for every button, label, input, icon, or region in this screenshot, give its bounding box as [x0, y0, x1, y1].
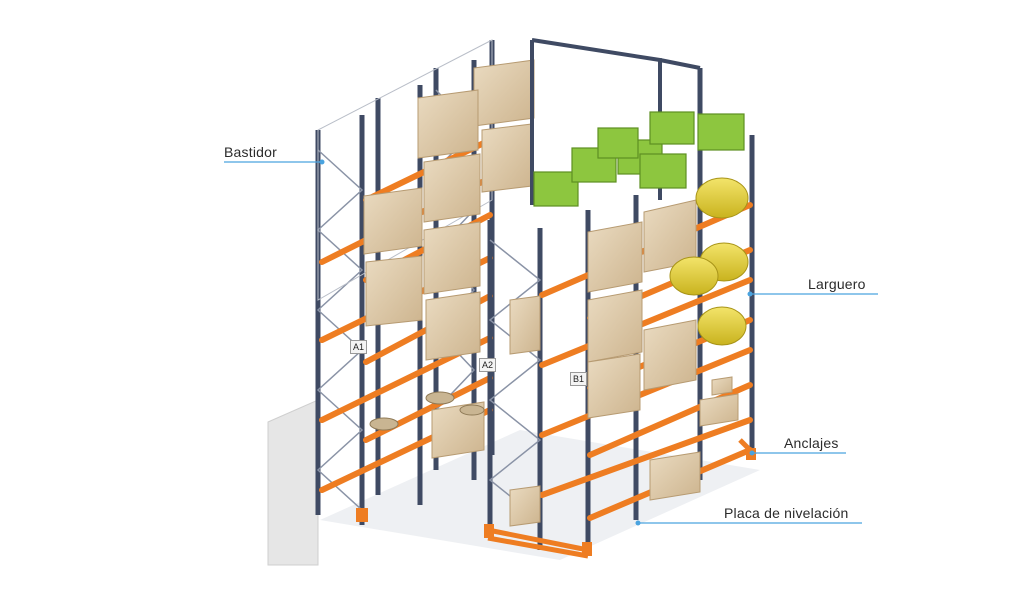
rack-label-b1: B1	[570, 372, 588, 386]
rack-label-a2: A2	[479, 358, 497, 372]
box	[423, 221, 481, 295]
left-rack-boxes	[363, 59, 535, 459]
box	[509, 485, 541, 527]
box	[481, 123, 533, 193]
beam	[539, 417, 753, 498]
box	[587, 289, 643, 363]
callout-dot	[635, 520, 641, 526]
container	[697, 113, 745, 151]
spool	[459, 404, 485, 416]
beam	[539, 347, 753, 438]
callout-dots	[319, 159, 755, 526]
wall	[267, 399, 319, 566]
anchor	[582, 542, 592, 556]
box	[423, 153, 481, 223]
left-rack-spools	[369, 391, 485, 431]
container	[533, 171, 579, 207]
anchor	[484, 524, 494, 538]
callout-placa-de-nivelacion: Placa de nivelación	[724, 505, 849, 521]
beam	[539, 277, 753, 368]
callout-lines	[224, 161, 878, 524]
box	[365, 255, 423, 327]
rack-label-a1: A1	[350, 340, 368, 354]
callout-bastidor: Bastidor	[224, 144, 277, 160]
callout-dot	[749, 450, 755, 456]
right-rack-boxes	[509, 199, 739, 527]
drum	[695, 177, 749, 219]
box	[587, 353, 641, 419]
spool	[425, 391, 455, 405]
callout-larguero: Larguero	[808, 276, 866, 292]
anchor	[356, 508, 368, 522]
box	[587, 221, 643, 293]
left-mesh	[317, 39, 493, 301]
box	[509, 295, 541, 355]
box	[363, 187, 423, 255]
yellow-drums	[669, 177, 749, 346]
box	[699, 393, 739, 427]
box	[425, 291, 481, 361]
callout-dot	[319, 159, 325, 165]
container	[639, 153, 687, 189]
container	[597, 127, 639, 159]
box	[649, 451, 701, 501]
callout-dot	[747, 291, 753, 297]
right-rack-bracing	[488, 239, 542, 521]
drum	[669, 256, 719, 296]
container	[649, 111, 695, 145]
drum	[697, 306, 747, 346]
green-containers	[533, 111, 745, 207]
box	[711, 376, 733, 396]
box	[643, 319, 697, 391]
callout-anclajes: Anclajes	[784, 435, 839, 451]
box	[431, 401, 485, 459]
spool	[369, 417, 399, 431]
box	[417, 89, 479, 159]
box	[473, 59, 535, 127]
